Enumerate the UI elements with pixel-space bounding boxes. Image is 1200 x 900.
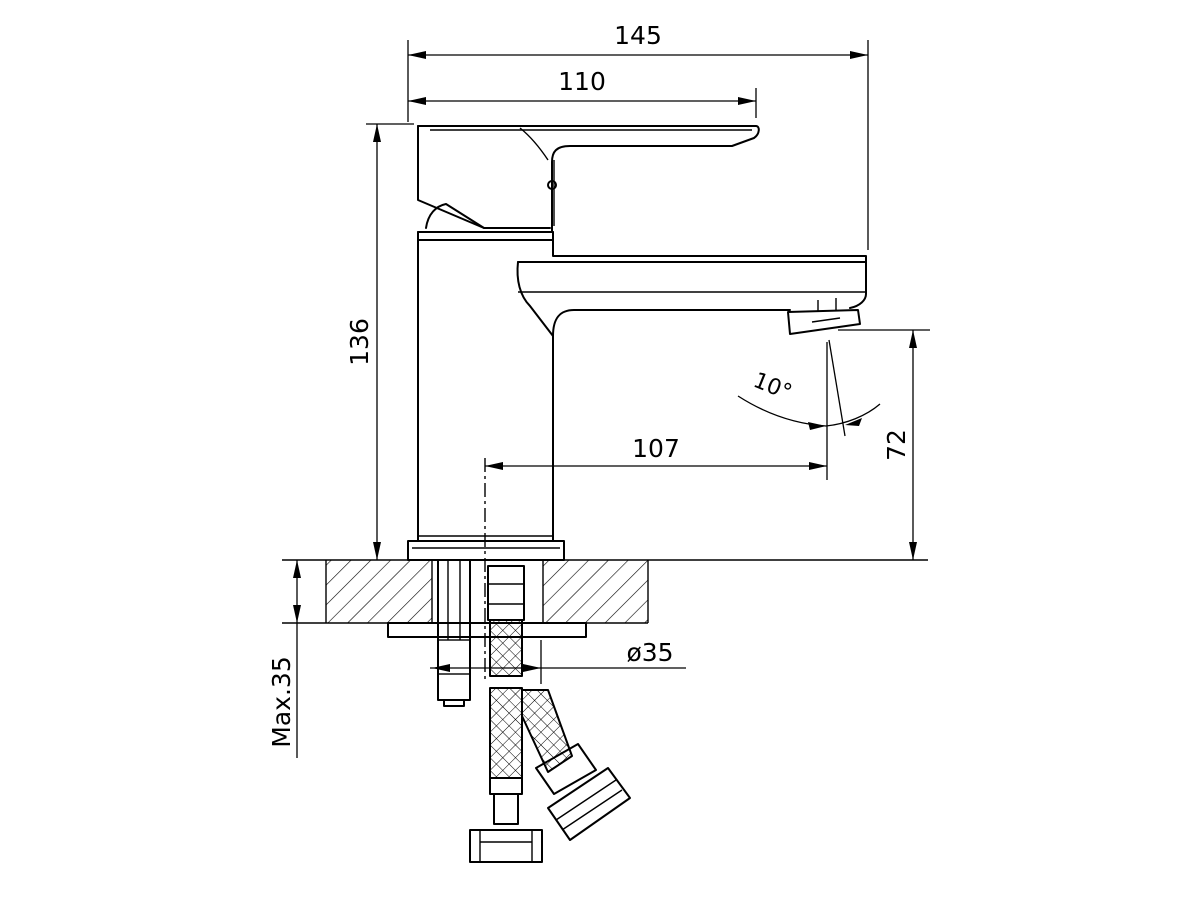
hose-straight-upper (490, 620, 522, 676)
collar-dome (425, 203, 485, 229)
dim-spout-reach: 107 (485, 342, 828, 480)
dim-107-label: 107 (632, 434, 680, 463)
hose-straight-lower (490, 688, 522, 778)
hex-nut-angled (547, 767, 631, 841)
dim-handle-width: 110 (408, 67, 757, 118)
dim-max35-label: Max.35 (267, 656, 296, 747)
hose-connector (487, 565, 525, 621)
spout-top (552, 231, 867, 309)
dim-diameter-label: ø35 (626, 638, 673, 667)
hose-angled-fitting (535, 743, 597, 795)
dim-72-label: 72 (882, 429, 911, 461)
countertop-hatch-right (543, 560, 648, 623)
mounting-plate (387, 622, 587, 638)
dim-145-label: 145 (614, 21, 662, 50)
dim-spray-angle: 10° (737, 339, 881, 437)
dim-overall-width: 145 (407, 21, 869, 250)
spout-bottom (552, 309, 791, 337)
hose-fitting (493, 793, 519, 825)
dim-spout-height: 72 (838, 329, 930, 560)
collar (417, 231, 554, 241)
lever-pin (547, 180, 557, 190)
dim-10deg-label: 10° (750, 368, 796, 406)
handle-body (417, 125, 551, 229)
column (417, 231, 554, 542)
under-counter-fittings (387, 458, 631, 863)
countertop-hatch-left (326, 560, 432, 623)
dim-tail-diameter: ø35 (430, 638, 686, 684)
spout-neck (516, 261, 554, 337)
hex-nut-straight (469, 829, 543, 863)
dim-110-label: 110 (558, 67, 606, 96)
dim-overall-height: 136 (345, 123, 414, 560)
lever-handle (417, 125, 760, 233)
countertop (282, 559, 928, 624)
dim-counter-thickness: Max.35 (267, 560, 301, 758)
threaded-rod (437, 559, 471, 701)
aerator (787, 309, 861, 335)
hose-angled (522, 690, 572, 772)
dim-136-label: 136 (345, 318, 374, 366)
faucet-body (407, 125, 867, 561)
base-ring (407, 540, 565, 561)
